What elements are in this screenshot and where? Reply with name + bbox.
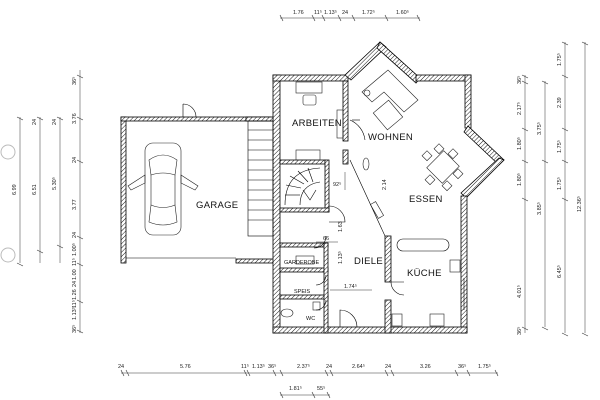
- dimension-chain-left: 6.99 6.51 24 5.30⁵ 24 36⁵ 3.76 24 3.77 2…: [12, 70, 84, 334]
- interior-dimensions: 92⁵ 2.14 66 1.63 1.13⁵ 1.74⁵: [316, 172, 388, 291]
- dim-bottom2-1: 55⁵: [317, 385, 325, 392]
- kitchen-fixtures: [390, 259, 465, 327]
- dimension-chain-bottom: 24 5.76 11⁵ 1.13⁵ 36⁵ 2.37⁵ 24 2.64⁵ 24 …: [118, 363, 499, 399]
- dim-bottom-3: 1.13⁵: [252, 363, 265, 370]
- dim-left-edge-4: 24: [72, 232, 78, 238]
- dim-interior-3: 1.63: [338, 221, 344, 232]
- dim-interior-2: 66: [323, 236, 329, 242]
- dim-left-edge-1: 36⁵: [71, 77, 78, 85]
- dim-left-inner-1: 24: [52, 119, 58, 125]
- dim-right-c-3: 1.75⁵: [556, 177, 563, 190]
- dim-right-c-4: 6.45⁵: [556, 265, 563, 278]
- room-label-wc: WC: [306, 316, 315, 322]
- staircase: [247, 120, 321, 237]
- dim-bottom-4: 36⁵: [268, 363, 276, 370]
- dim-bottom-5: 2.37⁵: [297, 363, 310, 370]
- dim-left-edge-5: 1.00⁵: [71, 243, 78, 256]
- dim-top-1: 11⁵: [314, 9, 322, 16]
- room-label-garage: GARAGE: [196, 200, 238, 211]
- dim-bottom-2: 11⁵: [241, 363, 249, 370]
- dim-top-2: 1.13⁵: [324, 9, 337, 16]
- wohnen-plant: [362, 157, 385, 219]
- dim-interior-0: 92⁵: [333, 181, 341, 188]
- dim-bottom-7: 2.64⁵: [352, 363, 365, 370]
- dim-right-a-4: 4.01⁵: [516, 285, 523, 298]
- room-label-essen: ESSEN: [409, 194, 443, 205]
- binder-hole-bottom: [0, 247, 16, 263]
- dim-bottom-8: 24: [385, 364, 391, 370]
- dim-bottom-6: 24: [326, 364, 332, 370]
- dim-interior-1: 2.14: [382, 179, 388, 190]
- dim-bottom-11: 1.75⁵: [478, 363, 491, 370]
- dim-right-d-0: 12.36⁵: [576, 196, 583, 212]
- dim-left-mid-1: 24: [32, 119, 38, 125]
- room-label-diele: DIELE: [354, 256, 383, 267]
- dim-left-edge-6: 11⁵: [71, 258, 78, 266]
- binder-hole-top: [0, 144, 16, 160]
- room-label-wohnen: WOHNEN: [368, 132, 413, 143]
- dim-left-inner-0: 5.30⁵: [51, 177, 58, 190]
- interior-walls: [279, 80, 450, 334]
- dim-bottom-10: 36⁵: [458, 363, 466, 370]
- wohnen-sofa: [361, 69, 419, 131]
- dim-left-edge-12: 36⁵: [71, 325, 78, 333]
- room-label-garderobe: GARDEROBE: [284, 260, 319, 266]
- dim-right-a-1: 2.17⁵: [516, 102, 523, 115]
- dim-left-edge-11: 1.13⁵: [71, 307, 78, 320]
- dimension-chain-right: 36⁵ 2.17⁵ 1.80⁵ 1.80⁵ 4.01⁵ 36⁵ 3.75⁵ 3.…: [516, 41, 589, 337]
- dim-left-mid-0: 6.51: [32, 184, 38, 195]
- dim-right-a-2: 1.80⁵: [516, 137, 523, 150]
- dim-right-b-1: 3.85⁵: [536, 202, 543, 215]
- house-walls: [245, 41, 505, 334]
- dim-left-outer: 6.99: [12, 184, 18, 195]
- dim-top-3: 24: [342, 10, 348, 16]
- dim-left-edge-0: 3.76: [72, 113, 78, 124]
- dim-right-a-0: 36⁵: [516, 76, 523, 84]
- dim-bottom2-0: 1.81⁵: [289, 385, 302, 392]
- dim-bottom-0: 24: [118, 364, 124, 370]
- dim-right-b-0: 3.75⁵: [536, 122, 543, 135]
- dim-left-edge-2: 24: [72, 157, 78, 163]
- dim-interior-5: 1.74⁵: [344, 283, 357, 290]
- car-icon: [127, 142, 199, 236]
- dim-top-0: 1.76: [293, 10, 304, 16]
- dim-left-edge-7: 1.00: [72, 269, 78, 280]
- dim-right-a-5: 36⁵: [516, 327, 523, 335]
- room-label-arbeiten: ARBEITEN: [292, 118, 342, 129]
- dim-top-5: 1.60⁵: [396, 9, 409, 16]
- dim-right-c-2: 1.75⁵: [556, 140, 563, 153]
- room-label-speis: SPEIS: [294, 289, 311, 295]
- dining-table: [421, 143, 464, 192]
- dim-left-edge-8: 24: [72, 281, 78, 287]
- dim-left-edge-3: 3.77: [72, 199, 78, 210]
- dim-top-4: 1.72⁵: [362, 9, 375, 16]
- arbeiten-furniture: [295, 81, 344, 161]
- dim-right-a-3: 1.80⁵: [516, 173, 523, 186]
- room-label-kueche: KÜCHE: [407, 268, 442, 279]
- dim-bottom-9: 3.26: [420, 364, 431, 370]
- dim-left-edge-9: 1.26: [72, 289, 78, 300]
- doors: [313, 119, 366, 328]
- dim-interior-4: 1.13⁵: [337, 251, 344, 264]
- dim-right-c-0: 1.75⁵: [556, 53, 563, 66]
- dim-left-edge-10: 11⁵: [71, 300, 78, 308]
- dimension-chain-top: 1.76 11⁵ 1.13⁵ 24 1.72⁵ 1.60⁵: [279, 9, 421, 22]
- dim-right-c-1: 2.39: [557, 97, 563, 108]
- dim-bottom-1: 5.76: [180, 364, 191, 370]
